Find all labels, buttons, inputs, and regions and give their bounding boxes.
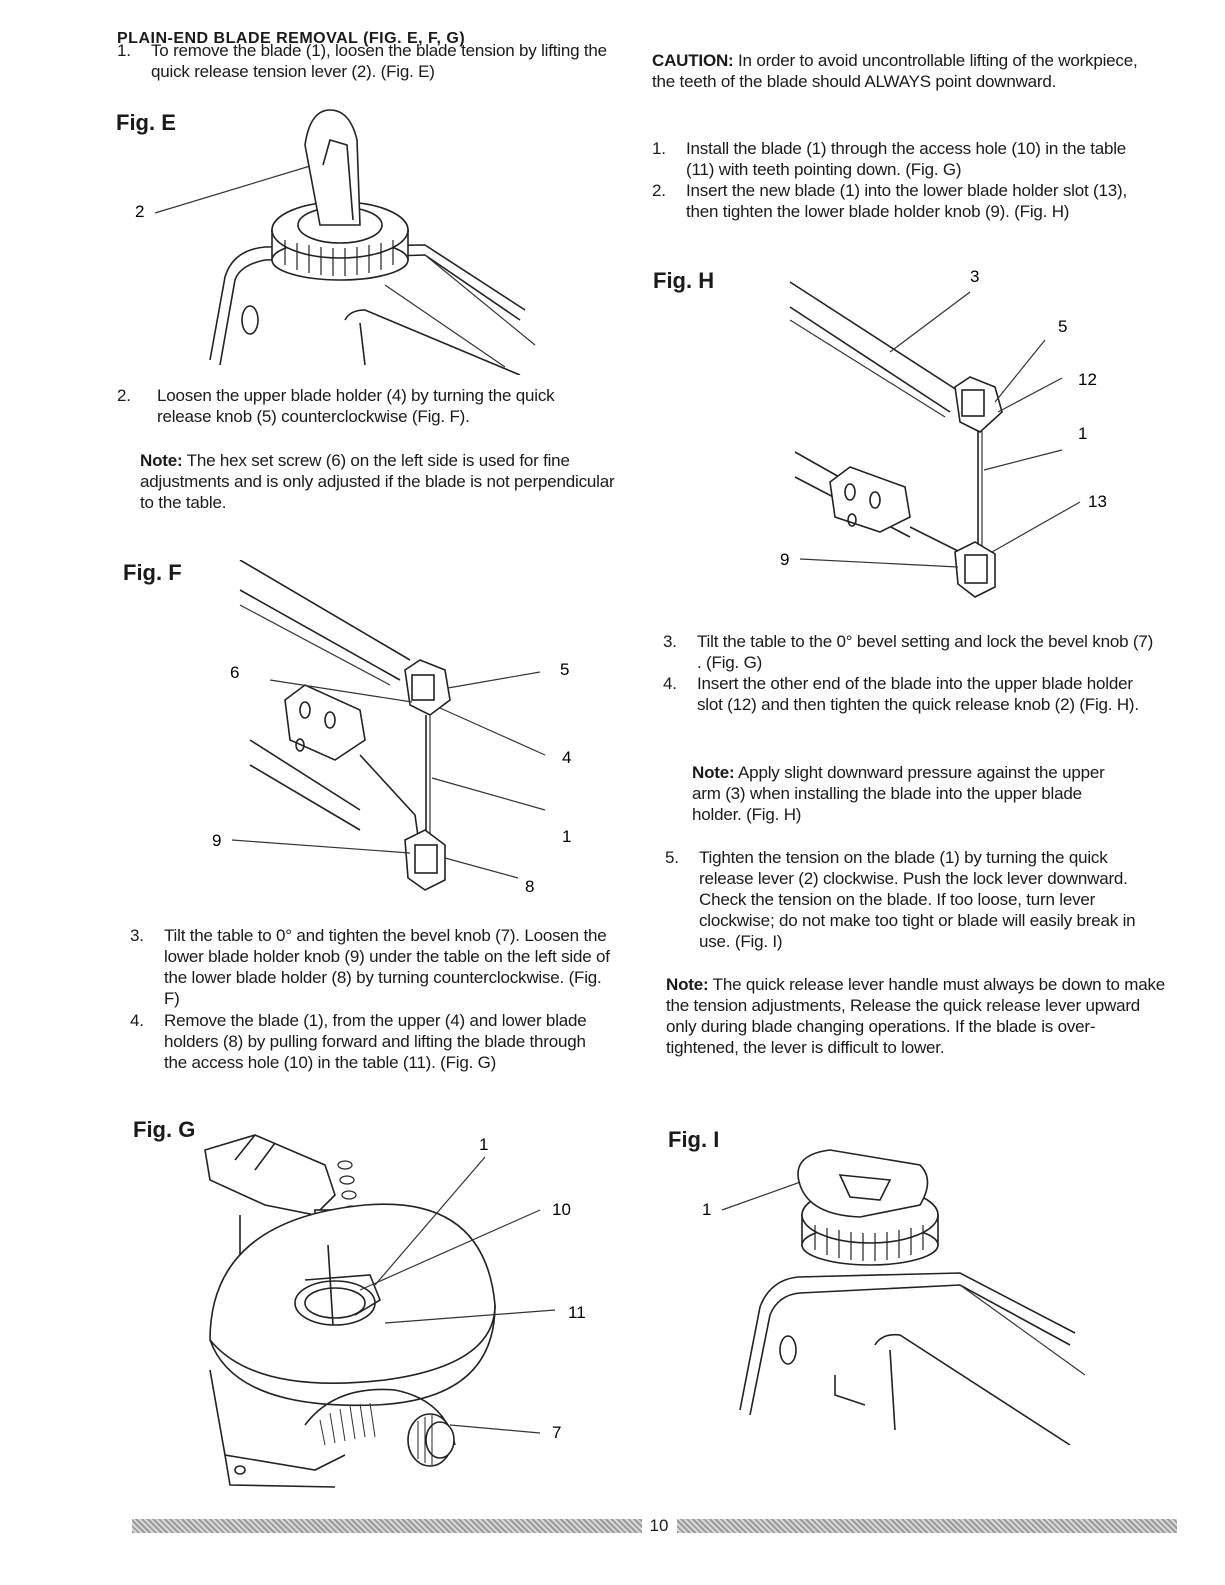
step-text: Loosen the upper blade holder (4) by tur… bbox=[157, 386, 555, 426]
step-text: Remove the blade (1), from the upper (4)… bbox=[164, 1011, 587, 1072]
note-text: The quick release lever handle must alwa… bbox=[666, 975, 1166, 1057]
step-text: Install the blade (1) through the access… bbox=[686, 139, 1127, 179]
step-text: Tighten the tension on the blade (1) by … bbox=[699, 848, 1136, 951]
page-number: 10 bbox=[649, 1516, 669, 1535]
footer-pattern-right bbox=[677, 1519, 1177, 1533]
callout-5: 5 bbox=[560, 660, 569, 679]
callout-5: 5 bbox=[1058, 317, 1067, 336]
step-number: 1. bbox=[117, 41, 131, 60]
step-text: To remove the blade (1), loosen the blad… bbox=[151, 41, 607, 81]
fig-i-label: Fig. I bbox=[668, 1127, 720, 1152]
note-lead: Note: bbox=[692, 763, 735, 782]
note-upper-arm: Note: Apply slight downward pressure aga… bbox=[692, 762, 1132, 825]
callout-10: 10 bbox=[552, 1200, 571, 1219]
step-number: 4. bbox=[130, 1011, 144, 1030]
note-text: Apply slight downward pressure against t… bbox=[692, 763, 1105, 824]
caution-block: CAUTION: In order to avoid uncontrollabl… bbox=[652, 50, 1142, 92]
fig-h-illustration: 3 5 12 1 13 9 bbox=[780, 267, 1107, 598]
step-number: 2. bbox=[652, 181, 666, 200]
callout-1: 1 bbox=[702, 1200, 711, 1219]
step-number: 3. bbox=[130, 926, 144, 945]
step-number: 4. bbox=[663, 674, 677, 693]
callout-1: 1 bbox=[1078, 424, 1087, 443]
fig-e-label: Fig. E bbox=[116, 110, 176, 135]
callout-13: 13 bbox=[1088, 492, 1107, 511]
callout-9: 9 bbox=[780, 550, 789, 569]
callout-12: 12 bbox=[1078, 370, 1097, 389]
fig-h-label: Fig. H bbox=[653, 268, 715, 293]
callout-1: 1 bbox=[562, 827, 571, 846]
callout-4: 4 bbox=[562, 748, 571, 767]
callout-3: 3 bbox=[970, 267, 979, 286]
note-text: The hex set screw (6) on the left side i… bbox=[140, 451, 615, 512]
footer-pattern-left bbox=[132, 1519, 642, 1533]
step-text: Insert the new blade (1) into the lower … bbox=[686, 181, 1127, 221]
step-text: Tilt the table to 0° and tighten the bev… bbox=[164, 926, 610, 1008]
callout-6: 6 bbox=[230, 663, 239, 682]
note-hex-set-screw: Note: The hex set screw (6) on the left … bbox=[140, 450, 620, 513]
callout-1: 1 bbox=[479, 1135, 488, 1154]
note-quick-release: Note: The quick release lever handle mus… bbox=[666, 974, 1166, 1058]
fig-g-illustration: 1 10 11 7 bbox=[204, 1134, 586, 1488]
callout-8: 8 bbox=[525, 877, 534, 896]
step-number: 1. bbox=[652, 139, 666, 158]
note-lead: Note: bbox=[140, 451, 183, 470]
fig-f-illustration: 6 5 4 1 9 8 bbox=[212, 560, 571, 896]
step-number: 2. bbox=[117, 386, 131, 405]
step-text: Tilt the table to the 0° bevel setting a… bbox=[697, 632, 1154, 672]
fig-g-label: Fig. G bbox=[133, 1117, 196, 1142]
step-text: Insert the other end of the blade into t… bbox=[697, 674, 1139, 714]
callout-2: 2 bbox=[135, 202, 144, 221]
fig-e-illustration: 2 bbox=[135, 109, 536, 375]
section-heading: PLAIN-END BLADE REMOVAL (FIG. E, F, G) bbox=[117, 30, 466, 47]
note-lead: Note: bbox=[666, 975, 709, 994]
callout-9: 9 bbox=[212, 831, 221, 850]
caution-text: In order to avoid uncontrollable lifting… bbox=[652, 51, 1138, 91]
callout-7: 7 bbox=[552, 1423, 561, 1442]
fig-f-label: Fig. F bbox=[123, 560, 182, 585]
caution-lead: CAUTION: bbox=[652, 51, 734, 70]
fig-i-illustration: 1 bbox=[702, 1149, 1086, 1445]
callout-11: 11 bbox=[568, 1303, 586, 1322]
step-number: 5. bbox=[665, 848, 679, 867]
step-number: 3. bbox=[663, 632, 677, 651]
